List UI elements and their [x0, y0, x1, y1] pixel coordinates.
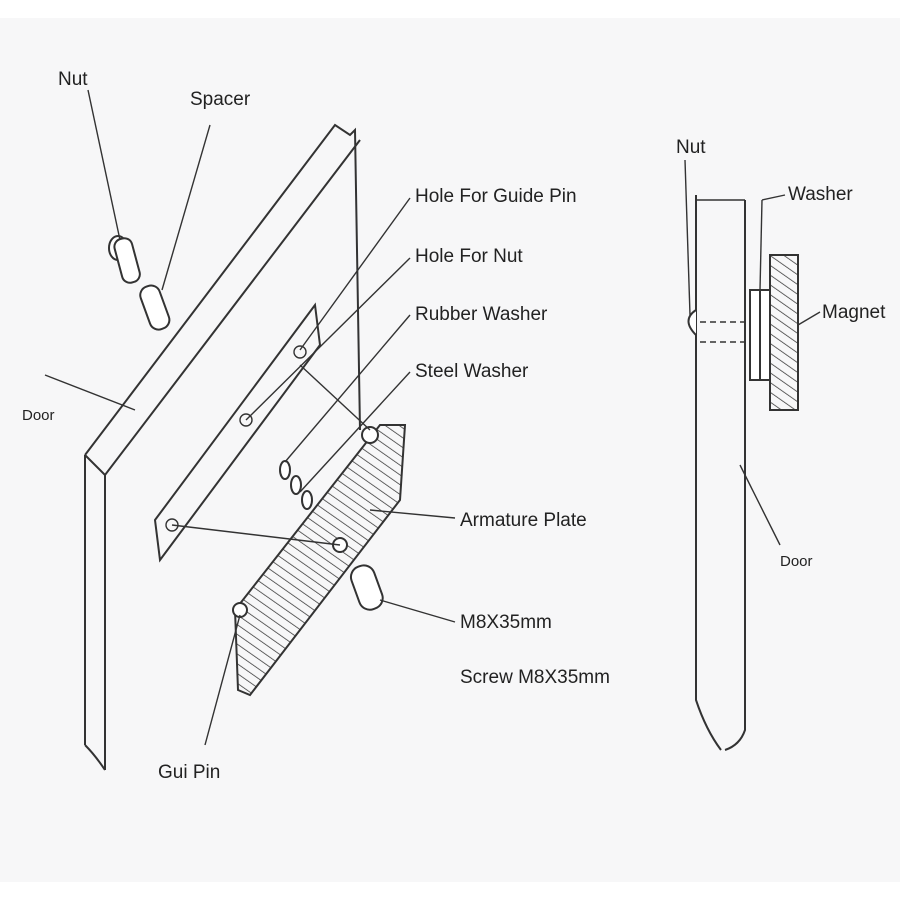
label-rubber-washer: Rubber Washer: [415, 304, 548, 325]
label-hole-nut: Hole For Nut: [415, 246, 523, 267]
label-nut: Nut: [58, 69, 88, 90]
label-spacer: Spacer: [190, 89, 251, 110]
label-m8: M8X35mm: [460, 612, 552, 633]
spacer-part: [139, 284, 171, 331]
bracket: [153, 302, 322, 563]
label-guide-pin: Gui Pin: [158, 762, 220, 783]
label-screw: Screw M8X35mm: [460, 667, 610, 688]
label-washer: Washer: [788, 184, 853, 205]
label-door: Door: [22, 407, 55, 424]
door-frame: [84, 123, 361, 771]
label-right-door: Door: [780, 553, 813, 570]
leader-lines-right: [684, 159, 821, 546]
armature-plate: [232, 424, 407, 697]
label-steel-washer: Steel Washer: [415, 361, 529, 382]
label-armature-plate: Armature Plate: [460, 510, 587, 531]
label-magnet: Magnet: [822, 302, 886, 323]
washers: [279, 460, 313, 510]
leader-lines-left: [44, 89, 456, 746]
label-right-nut: Nut: [676, 137, 706, 158]
nut-part: [108, 235, 141, 284]
label-hole-guide-pin: Hole For Guide Pin: [415, 186, 577, 207]
screw-part: [349, 564, 384, 611]
door-section: [687, 195, 799, 751]
